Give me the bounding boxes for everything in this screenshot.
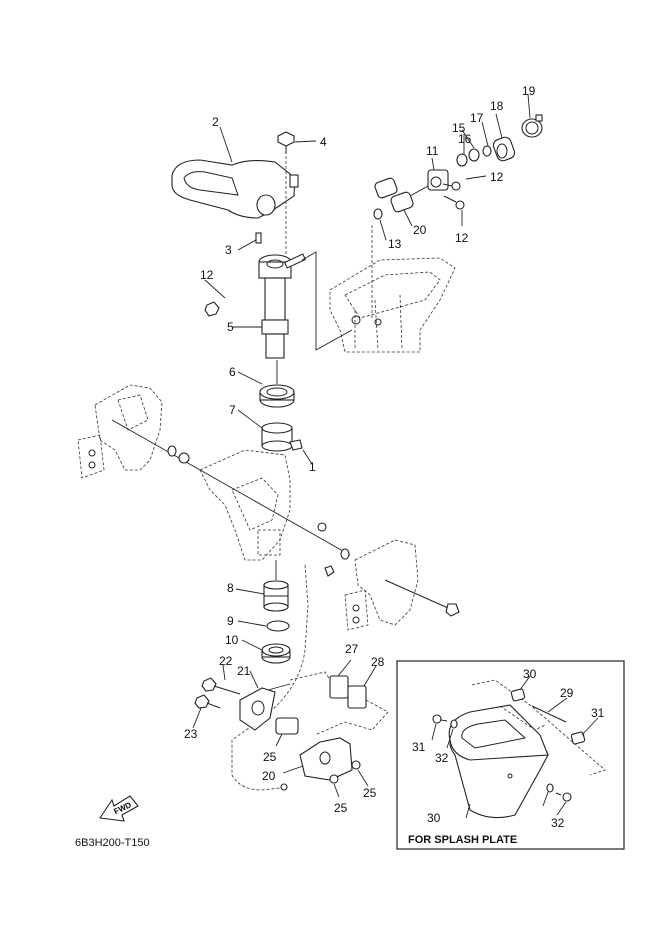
- callout-7: 7: [229, 403, 236, 417]
- part-damper-27: [329, 675, 367, 709]
- part-pin-3: [255, 232, 262, 244]
- callout-29: 29: [560, 686, 574, 700]
- callout-27-left: 27: [345, 642, 359, 656]
- part-holder-21: [299, 737, 353, 781]
- part-bushing-8: [263, 580, 289, 612]
- part-bushing-7: [261, 422, 293, 452]
- leader-lines: [192, 93, 531, 798]
- part-stud-29: [531, 705, 567, 723]
- part-boot-18: [492, 136, 516, 162]
- part-bushing-6: [259, 384, 295, 408]
- part-joint-20: [374, 177, 414, 213]
- part-nut-25: [351, 760, 361, 770]
- callout-20: 20: [413, 223, 427, 237]
- callout-8: 8: [227, 581, 234, 595]
- part-clamp-bracket-left: [77, 384, 163, 479]
- part-bolt-13: [204, 284, 259, 317]
- part-nut-25: [329, 774, 339, 784]
- callout-2: 2: [212, 115, 219, 129]
- callout-30-lower: 31: [591, 706, 605, 720]
- part-damper-26: [275, 717, 299, 735]
- part-bolt-23: [201, 677, 241, 695]
- callout-19: 19: [522, 84, 536, 98]
- diagram-code: 6B3H200-T150: [75, 837, 150, 849]
- part-splash-plate-28: [448, 704, 549, 819]
- part-seal-10: [261, 643, 291, 664]
- callout-10: 10: [225, 633, 239, 647]
- callout-30-upper: 30: [523, 667, 537, 681]
- callout-21: 20: [262, 769, 276, 783]
- part-joint-11: [427, 169, 449, 191]
- part-washer-32: [450, 719, 554, 793]
- part-washer: [167, 445, 177, 457]
- part-steering-shaft: [258, 253, 307, 359]
- callout-1: 1: [309, 460, 316, 474]
- callout-26: 25: [263, 750, 277, 764]
- part-spacer-30: [510, 688, 586, 745]
- callout-31-right: 32: [551, 816, 565, 830]
- part-clamp-22: [239, 687, 276, 731]
- callout-28: 30: [427, 811, 441, 825]
- part-washer-16: [456, 153, 468, 167]
- part-bolt-4: [277, 131, 295, 154]
- part-washer-14: [373, 208, 383, 220]
- part-bushing: [178, 452, 190, 464]
- inset-title: FOR SPLASH PLATE: [408, 834, 518, 846]
- callout-11: 11: [426, 144, 439, 158]
- part-steering-bracket: [171, 159, 299, 219]
- callout-9: 9: [227, 614, 234, 628]
- callout-12-lower: 12: [455, 231, 469, 245]
- callout-15: 15: [452, 121, 466, 135]
- callout-13: 12: [200, 268, 214, 282]
- callout-12-upper: 12: [490, 170, 504, 184]
- part-bottom-cowling: [329, 257, 456, 353]
- part-clamp-19: [521, 114, 543, 138]
- part-washer: [340, 548, 350, 560]
- callout-6: 6: [229, 365, 236, 379]
- part-oring-9: [266, 620, 290, 632]
- callout-27-right: 28: [371, 655, 385, 669]
- callout-24: 23: [184, 727, 198, 741]
- callout-25-upper: 25: [363, 786, 377, 800]
- callout-5: 5: [227, 320, 234, 334]
- callout-16: 16: [458, 132, 472, 146]
- part-bolt-12: [442, 181, 465, 210]
- callout-32-left: 32: [435, 751, 449, 765]
- part-nut: [317, 522, 327, 532]
- callout-18: 18: [490, 99, 504, 113]
- callout-31-left: 31: [412, 740, 426, 754]
- callout-17: 17: [470, 111, 484, 125]
- callout-3: 3: [225, 243, 232, 257]
- part-swivel-bracket: [199, 449, 291, 561]
- callout-22: 21: [237, 664, 251, 678]
- callout-14: 13: [388, 237, 402, 251]
- part-washer-15: [468, 148, 480, 162]
- callout-4: 4: [320, 135, 327, 149]
- fwd-arrow-icon: FWD: [99, 795, 139, 822]
- part-clip-1: [289, 439, 303, 451]
- part-nut-17: [482, 145, 492, 157]
- callout-25-lower: 25: [334, 801, 348, 815]
- part-bolt-31: [432, 714, 572, 802]
- part-bolt-24: [194, 694, 221, 709]
- part-clamp-bracket-right: [344, 539, 419, 631]
- callout-23: 22: [219, 654, 233, 668]
